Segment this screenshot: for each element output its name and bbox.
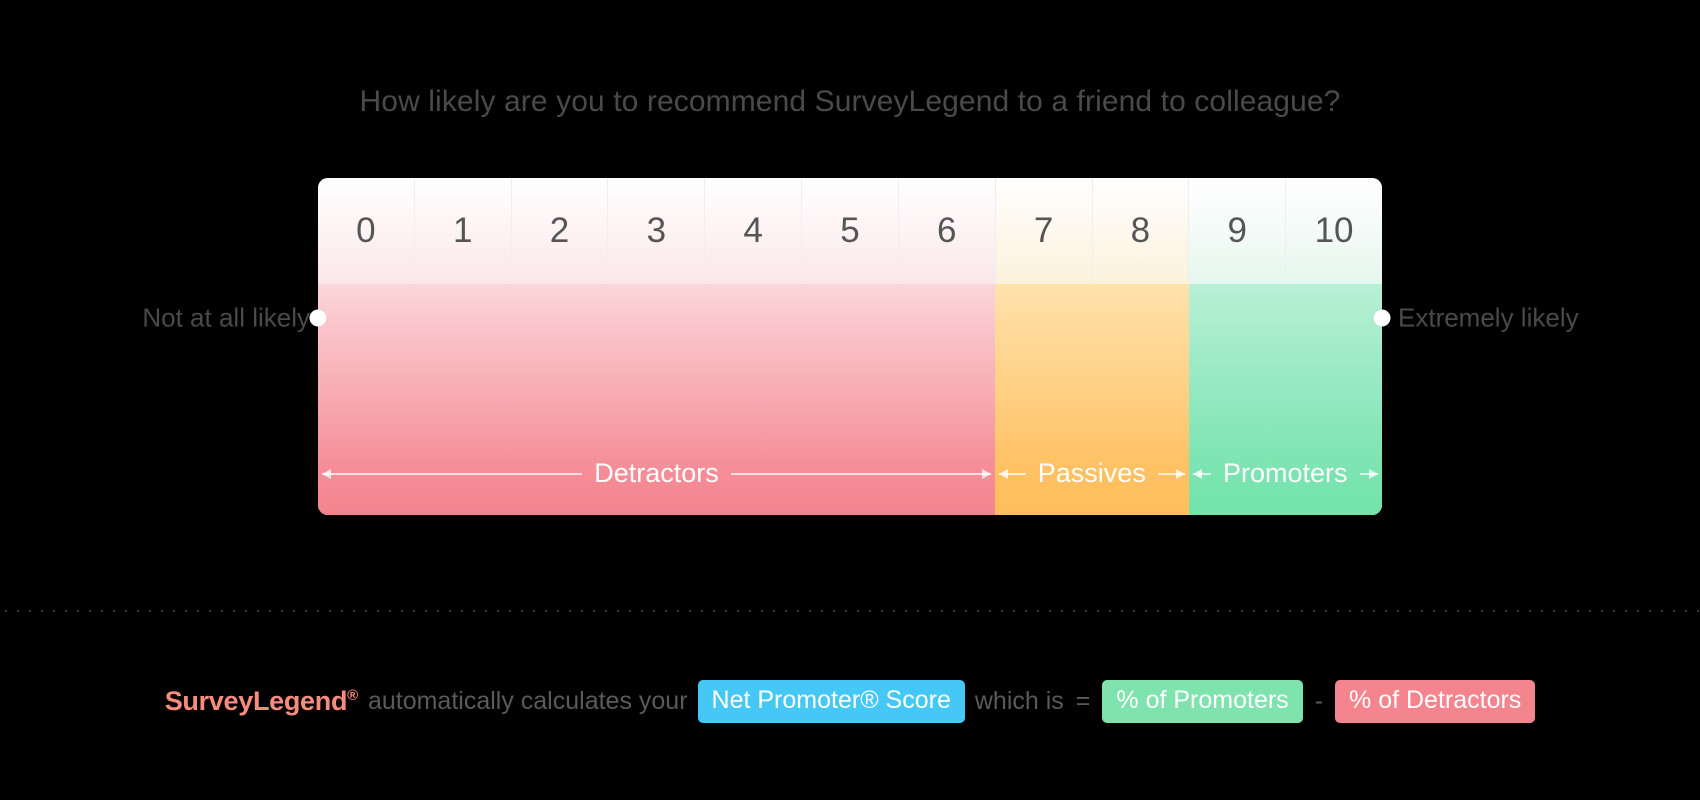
anchor-label-high: Extremely likely	[1398, 302, 1579, 333]
anchor-dot-low-icon	[309, 309, 327, 327]
scale-option-5[interactable]: 5	[802, 178, 899, 284]
arrow-right-icon	[730, 468, 992, 479]
brand-registered-icon: ®	[347, 687, 358, 704]
band-passives: Passives	[995, 284, 1189, 515]
scale-option-2[interactable]: 2	[511, 178, 609, 284]
formula-lead-text: automatically calculates your	[367, 687, 688, 715]
brand-logo: SurveyLegend®	[164, 686, 359, 717]
badge-percent-detractors: % of Detractors	[1335, 680, 1536, 723]
scale-option-1[interactable]: 1	[414, 178, 512, 284]
badge-percent-promoters: % of Promoters	[1102, 680, 1303, 723]
band-detractors-label: Detractors	[594, 458, 719, 488]
band-passives-label: Passives	[1037, 458, 1146, 488]
page-title: How likely are you to recommend SurveyLe…	[359, 85, 1341, 118]
band-detractors: Detractors	[318, 284, 996, 515]
scale-option-10[interactable]: 10	[1286, 178, 1382, 284]
arrow-right-icon	[1359, 468, 1379, 479]
section-divider	[0, 610, 1700, 612]
nps-band-row: Detractors Passives Promoters	[318, 284, 1382, 515]
nps-formula-footer: SurveyLegend® automatically calculates y…	[0, 680, 1700, 723]
scale-option-8[interactable]: 8	[1092, 178, 1190, 284]
band-detractors-label-row: Detractors	[318, 460, 995, 487]
band-promoters-label-row: Promoters	[1189, 460, 1382, 487]
scale-option-9[interactable]: 9	[1189, 178, 1287, 284]
scale-option-6[interactable]: 6	[898, 178, 996, 284]
nps-scale-row: 0 1 2 3 4 5 6 7 8 9 10	[318, 178, 1382, 284]
scale-option-4[interactable]: 4	[705, 178, 803, 284]
minus-operator: -	[1314, 687, 1324, 715]
scale-option-0[interactable]: 0	[318, 178, 415, 284]
scale-option-3[interactable]: 3	[608, 178, 706, 284]
nps-scale-widget: 0 1 2 3 4 5 6 7 8 9 10 Detractors	[318, 178, 1382, 515]
brand-name: SurveyLegend	[164, 686, 348, 716]
badge-net-promoter-score: Net Promoter® Score	[697, 680, 965, 723]
equals-operator: =	[1075, 687, 1091, 715]
formula-mid-text: which is	[974, 687, 1064, 715]
band-promoters: Promoters	[1188, 284, 1382, 515]
arrow-left-icon	[1192, 468, 1211, 479]
scale-option-7[interactable]: 7	[995, 178, 1093, 284]
arrow-left-icon	[322, 468, 583, 479]
anchor-dot-high-icon	[1373, 309, 1391, 327]
anchor-label-low: Not at all likely	[142, 302, 310, 333]
band-promoters-label: Promoters	[1222, 458, 1348, 488]
arrow-right-icon	[1157, 468, 1185, 479]
arrow-left-icon	[999, 468, 1026, 479]
band-passives-label-row: Passives	[995, 460, 1188, 487]
